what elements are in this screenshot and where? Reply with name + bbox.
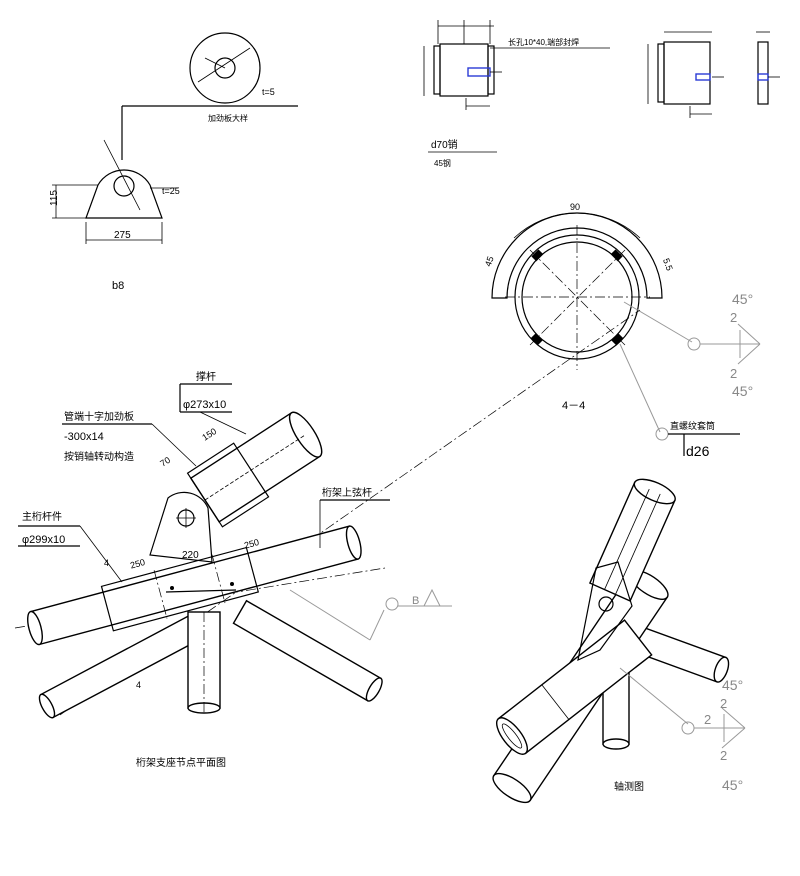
dim-220: 220 [182, 550, 199, 561]
disc-caption: 加劲板大样 [208, 113, 248, 123]
weld-b-leader [289, 589, 371, 641]
width-dim-label: 275 [114, 230, 131, 241]
top-dim-arc [513, 212, 641, 239]
lower-right-pipe [232, 599, 383, 702]
brace-pipe [186, 411, 323, 528]
iso-weld-symbol [721, 707, 746, 749]
slot-label: 长孔10*40,端部封焊 [508, 37, 579, 47]
section-centerline-d2 [529, 249, 626, 346]
chord-size: φ299x10 [22, 534, 65, 546]
dim-70: 70 [158, 455, 172, 469]
weld-symbol [737, 323, 761, 365]
weld-block-1 [531, 249, 544, 262]
view-mark: 4 [104, 558, 109, 568]
view-mark-lower: 4 [136, 680, 141, 690]
dim-150: 150 [200, 426, 218, 443]
brace-title: 撑杆 [196, 370, 216, 383]
bolt-leader-circle [655, 427, 669, 441]
weld-size-bottom: 2 [730, 366, 737, 381]
weld-b-kink [369, 609, 385, 641]
ear-plate-main [149, 491, 213, 563]
iso-weld-angle-bottom: 45° [722, 777, 743, 793]
section-top-dim: 90 [570, 202, 580, 212]
stiffener-disc-hole [214, 57, 236, 79]
chord-sleeve [100, 546, 260, 632]
weld-leader-circle [687, 337, 701, 351]
weld-b-symbol [423, 588, 441, 607]
pin-side-slot [695, 73, 711, 81]
iso-weld-angle-top: 45° [722, 677, 743, 693]
stiffener-disc [189, 32, 261, 104]
pin-end-view [757, 41, 769, 105]
main-chord-pipe [27, 525, 362, 646]
weld-b-mark: B [412, 595, 419, 607]
plate-thickness-label: t=25 [162, 186, 180, 196]
plate-leader [151, 423, 197, 467]
ear-plate [85, 169, 163, 219]
disc-diameter-line [197, 47, 251, 83]
section-4-4: 90 45 5.5 4－4 45° 2 2 45° 直螺纹套筒 d26 [483, 202, 761, 459]
plate-title: 管端十字加劲板 [64, 410, 134, 423]
iso-weld-size-mid: 2 [704, 712, 711, 727]
section-label: 4－4 [562, 400, 585, 412]
disc-radius-line [204, 57, 226, 69]
iso-weld-size-bottom: 2 [720, 748, 727, 763]
hinge-dim-line [165, 589, 237, 593]
iso-upper-brace [588, 478, 676, 602]
plate-size: -300x14 [64, 431, 104, 443]
detail-b8: t=5 加劲板大样 t=25 115 275 b8 [49, 32, 298, 292]
iso-pin-hole [598, 596, 614, 612]
bolt-size: d26 [686, 443, 710, 459]
pin-caption: 45钢 [434, 158, 451, 168]
dim-250-b: 250 [243, 537, 260, 551]
section-right-dim: 5.5 [661, 257, 675, 272]
weld-block-3 [530, 333, 543, 346]
iso-caption: 轴测图 [614, 780, 644, 793]
iso-ear-plate [577, 561, 633, 662]
weld-b-circle [385, 597, 399, 611]
dim-250-a: 250 [129, 557, 146, 571]
slot-hole [467, 67, 491, 77]
chord-title: 主桁杆件 [22, 510, 62, 523]
detail-b8-label: b8 [112, 280, 124, 292]
pin-side-washer [657, 43, 665, 103]
vertical-support-pipe [187, 611, 221, 714]
pin-end-slot [757, 73, 769, 81]
iso-brace [496, 619, 653, 755]
iso-weld-leader [619, 667, 689, 725]
upper-chord-label: 桁架上弦杆 [322, 486, 372, 499]
ear-plate-centerline [103, 139, 141, 211]
weld-block-2 [610, 249, 623, 262]
weld-block-4 [611, 333, 624, 346]
bolt-leader [619, 343, 661, 433]
chord-leader [79, 525, 123, 583]
pin-body-front [439, 43, 489, 97]
weld-size-top: 2 [730, 310, 737, 325]
weld-angle-top: 45° [732, 291, 753, 307]
outer-arc-sleeve [491, 212, 663, 299]
main-plan-view: 撑杆 φ273x10 管端十字加劲板 -300x14 按销轴转动构造 主桁杆件 … [14, 309, 641, 769]
isometric-view: 45° 2 2 2 45° 轴测图 [492, 478, 746, 804]
brace-size: φ273x10 [183, 399, 226, 411]
disc-thickness-label: t=5 [262, 87, 275, 97]
brace-leader [199, 411, 247, 435]
pin-washer-left [433, 45, 441, 95]
iso-weld-size-top: 2 [720, 696, 727, 711]
height-dim-label: 115 [49, 190, 60, 206]
section-left-dim: 45 [483, 255, 496, 268]
ear-plate-pin-hole [113, 175, 135, 197]
pin-detail: 长孔10*40,端部封焊 d70销 45钢 [423, 20, 780, 168]
main-caption: 桁架支座节点平面图 [136, 756, 226, 769]
pin-washer-right [487, 45, 495, 95]
weld-angle-bottom: 45° [732, 383, 753, 399]
weld-leader [623, 301, 693, 343]
bolt-label: 直螺纹套筒 [670, 420, 715, 431]
pin-label: d70销 [431, 138, 458, 151]
pin-body-side [663, 41, 711, 105]
plate-note: 按销轴转动构造 [64, 450, 134, 463]
